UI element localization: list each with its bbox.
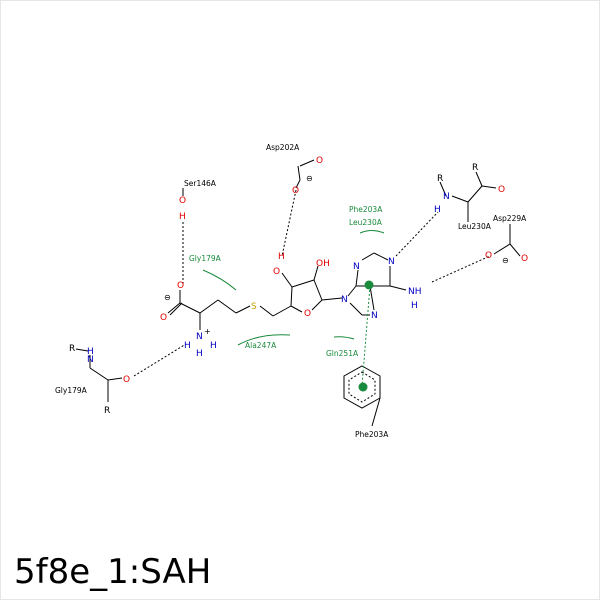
phe203-top-label: Phe203A	[349, 205, 383, 214]
gly179-left-label: Gly179A	[55, 386, 88, 395]
gly-r-bottom: R	[104, 406, 110, 416]
leu-r-top: R	[437, 174, 443, 184]
structure-caption: 5f8e_1:SAH	[14, 552, 212, 592]
amine-h-bottom: H	[196, 349, 203, 359]
phe-centroid-marker	[358, 382, 368, 392]
carboxyl-charge: ⊖	[164, 293, 171, 302]
phe203-bottom-label: Phe203A	[355, 430, 389, 439]
asp202-oxygen-2: O	[292, 186, 299, 196]
leu-nitrogen: N	[443, 192, 450, 202]
asp202-label: Asp202A	[266, 143, 300, 152]
ser-oxygen: O	[179, 196, 186, 206]
purine-centroid-marker	[364, 280, 374, 290]
gly179-top-label: Gly179A	[189, 254, 222, 263]
ribose-h: H	[278, 252, 285, 262]
ribose-oxygen: O	[304, 309, 311, 319]
gly-h: H	[87, 347, 94, 357]
ribose-hydroxyl: OH	[316, 259, 330, 269]
carboxyl-oxygen-top: O	[177, 281, 184, 291]
amine-h-right: H	[210, 341, 217, 351]
ser146-label: Ser146A	[184, 179, 217, 188]
leu230-top-label: Leu230A	[349, 218, 383, 227]
leu230-right-label: Leu230A	[458, 222, 492, 231]
hydrophobic-arcs	[202, 230, 385, 346]
ala247-label: Ala247A	[245, 341, 277, 350]
leu-oxygen: O	[498, 185, 505, 195]
amine-h-left: H	[184, 341, 191, 351]
carboxyl-oxygen-bottom: O	[160, 313, 167, 323]
purine-n1: N	[388, 257, 395, 267]
asp229-oxygen-2: O	[521, 254, 528, 264]
amine-charge: +	[204, 327, 211, 336]
amino-h: H	[411, 301, 418, 311]
gly-nitrogen: N	[87, 355, 94, 365]
ser-hydrogen: H	[179, 212, 186, 222]
asp229-label: Asp229A	[493, 214, 527, 223]
sulfur-atom: S	[251, 302, 257, 312]
amino-nitrogen: NH	[408, 287, 422, 297]
leu-h: H	[434, 205, 441, 215]
purine-n9: N	[341, 295, 348, 305]
hydrogen-bonds	[133, 189, 491, 377]
gly-oxygen: O	[123, 375, 130, 385]
gly-r-top: R	[69, 344, 75, 354]
purine-n3: N	[353, 262, 360, 272]
asp229-oxygen-1: O	[485, 251, 492, 261]
asp229-charge: ⊖	[502, 256, 509, 265]
ligand-bonds	[75, 159, 521, 427]
asp202-charge: ⊖	[306, 174, 313, 183]
purine-n7: N	[371, 311, 378, 321]
amine-nitrogen: N	[196, 332, 203, 342]
gln251-label: Gln251A	[326, 349, 359, 358]
pi-stacking	[361, 285, 371, 387]
leu-r-upper: R	[472, 163, 478, 173]
asp202-oxygen-1: O	[316, 156, 323, 166]
ribose-o2: O	[273, 267, 280, 277]
